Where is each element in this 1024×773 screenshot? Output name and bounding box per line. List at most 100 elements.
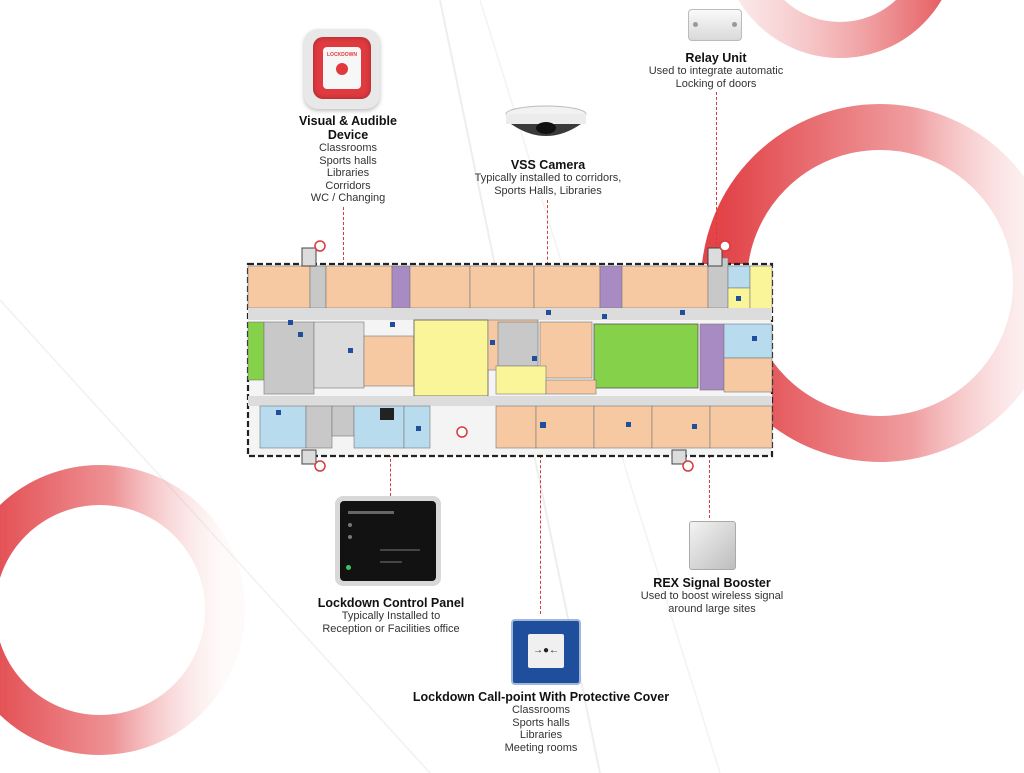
connector-visual-audible [343,207,344,285]
ring-left [0,465,245,755]
room [539,321,593,379]
room [495,365,547,395]
description-line: Used to boost wireless signal [640,590,784,602]
description-line: Used to integrate automatic [648,65,784,77]
control-panel-label: Lockdown Control Panel Typically Install… [296,596,486,635]
room [533,265,601,309]
description-line: Corridors [325,179,371,192]
room [259,405,307,449]
library [413,319,489,397]
device-label: LOCKDOWN [327,52,357,58]
control-panel-title: Lockdown Control Panel [317,596,465,610]
description-line: around large sites [668,602,756,615]
control-panel-screen [340,501,436,581]
connector-control-panel [390,420,391,496]
description-line: Sports Halls, Libraries [494,184,602,197]
description-line: Typically installed to corridors, [474,172,622,184]
room [325,265,393,309]
room [723,323,773,359]
exit [671,449,687,465]
control-panel-image [335,496,441,586]
relay-unit-image [688,9,742,41]
exit [301,247,317,267]
lock-icon [336,63,348,75]
room [749,265,773,311]
screw-icon [732,22,737,27]
room [353,405,405,449]
room [545,379,597,395]
description-line: Sports halls [319,154,377,167]
vss-camera-title: VSS Camera [510,158,586,172]
room [331,405,355,437]
call-point-image: →●← [511,619,581,685]
call-point-label: Lockdown Call-point With Protective Cove… [400,690,682,754]
room [305,405,333,449]
connector-vss-camera [547,200,548,275]
no-entry-icon [456,426,468,438]
room [409,265,471,309]
corridor [248,396,772,406]
no-entry-icon [314,460,326,472]
room [699,323,725,391]
vss-camera-label: VSS Camera Typically installed to corrid… [460,158,636,197]
room [313,321,365,389]
call-point-title: Lockdown Call-point With Protective Cove… [412,690,670,704]
beacon-face: LOCKDOWN [323,47,361,89]
visual-audible-device-image: LOCKDOWN [304,29,380,109]
room [497,321,539,367]
rex-booster-title: REX Signal Booster [653,576,771,590]
control-panel-marker [380,408,394,420]
floor-plan [246,240,774,472]
no-entry-icon [314,240,326,252]
description-line: Reception or Facilities office [322,622,460,635]
no-entry-icon [719,240,731,252]
rex-booster-image [689,521,736,570]
room [723,357,773,393]
room [263,321,315,395]
rex-booster-label: REX Signal Booster Used to boost wireles… [626,576,798,615]
description-line: WC / Changing [310,192,386,204]
description-line: Meeting rooms [504,741,578,754]
room [593,405,653,449]
screw-icon [693,22,698,27]
room [621,265,709,309]
vss-camera-image [505,105,587,136]
room [495,405,537,449]
room [709,405,773,449]
description-line: Classrooms [511,704,571,716]
room [247,321,265,381]
room [247,265,311,309]
status-led-icon [346,565,351,570]
description-line: Libraries [326,167,370,179]
room [391,265,411,309]
room [599,265,623,309]
description-line: Sports halls [512,716,570,729]
description-line: Classrooms [318,142,378,154]
ring-top-right [738,0,942,58]
corridor [248,308,772,320]
description-line: Libraries [519,729,563,741]
exit [301,449,317,465]
no-entry-icon [682,460,694,472]
visual-audible-title: Visual & Audible Device [299,114,397,142]
description-line: Locking of doors [675,77,757,90]
exit [707,247,723,267]
beacon-light: LOCKDOWN [313,37,371,99]
room [727,265,751,289]
sports-hall [593,323,699,389]
relay-unit-title: Relay Unit [685,51,747,65]
room [469,265,535,309]
description-line: Typically Installed to [341,610,441,622]
call-point-button-icon: →●← [528,634,564,668]
connector-rex-booster [709,400,710,518]
stair [309,265,327,309]
room [363,335,415,387]
room [651,405,711,449]
vss-camera-list: Typically installed to corridors,Sports … [460,172,636,197]
